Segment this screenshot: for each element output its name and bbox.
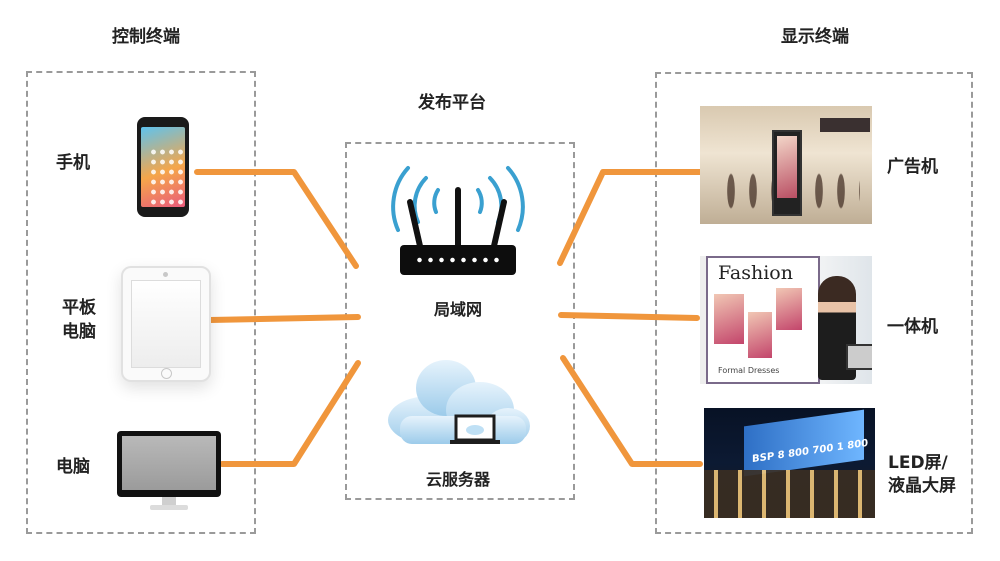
label-desktop: 电脑 bbox=[56, 457, 90, 477]
connector-tablet bbox=[207, 314, 361, 323]
touchscreen-caption: Formal Dresses bbox=[718, 366, 780, 375]
label-tablet-line1: 平板 bbox=[62, 298, 96, 318]
label-kiosk: 广告机 bbox=[887, 157, 938, 177]
connector-phone bbox=[194, 169, 359, 269]
tablet-icon bbox=[121, 266, 211, 382]
label-led-line2: 液晶大屏 bbox=[888, 476, 956, 496]
connector-led bbox=[560, 355, 703, 467]
desktop-monitor-icon bbox=[117, 431, 221, 497]
platform-box bbox=[345, 142, 575, 500]
control-terminal-title: 控制终端 bbox=[112, 27, 180, 47]
label-cloud-server: 云服务器 bbox=[425, 470, 490, 489]
smartphone-icon bbox=[137, 117, 189, 217]
label-phone: 手机 bbox=[56, 153, 90, 173]
connector-desktop bbox=[219, 360, 361, 467]
platform-title: 发布平台 bbox=[418, 93, 486, 113]
control-terminal-box bbox=[26, 71, 256, 534]
display-terminal-title: 显示终端 bbox=[781, 27, 849, 47]
touchscreen-all-in-one-photo: Fashion Formal Dresses bbox=[700, 256, 872, 384]
label-touchscreen: 一体机 bbox=[887, 317, 938, 337]
router-body bbox=[400, 245, 516, 275]
display-terminal-box bbox=[655, 72, 973, 534]
monitor-stand bbox=[162, 497, 176, 505]
touchscreen-fashion-text: Fashion bbox=[718, 262, 793, 284]
led-building-screen-photo: BSP 8 800 700 1 800 bbox=[704, 408, 875, 518]
connector-touchscreen bbox=[558, 312, 700, 321]
wireless-router-icon bbox=[391, 166, 525, 249]
cloud-server-icon bbox=[388, 360, 530, 444]
monitor-base bbox=[150, 505, 188, 510]
mall-advertising-kiosk-photo bbox=[700, 106, 872, 224]
label-tablet-line2: 电脑 bbox=[62, 322, 96, 342]
connector-kiosk bbox=[557, 169, 703, 266]
label-lan: 局域网 bbox=[433, 300, 482, 319]
label-led-line1: LED屏/ bbox=[888, 453, 948, 473]
